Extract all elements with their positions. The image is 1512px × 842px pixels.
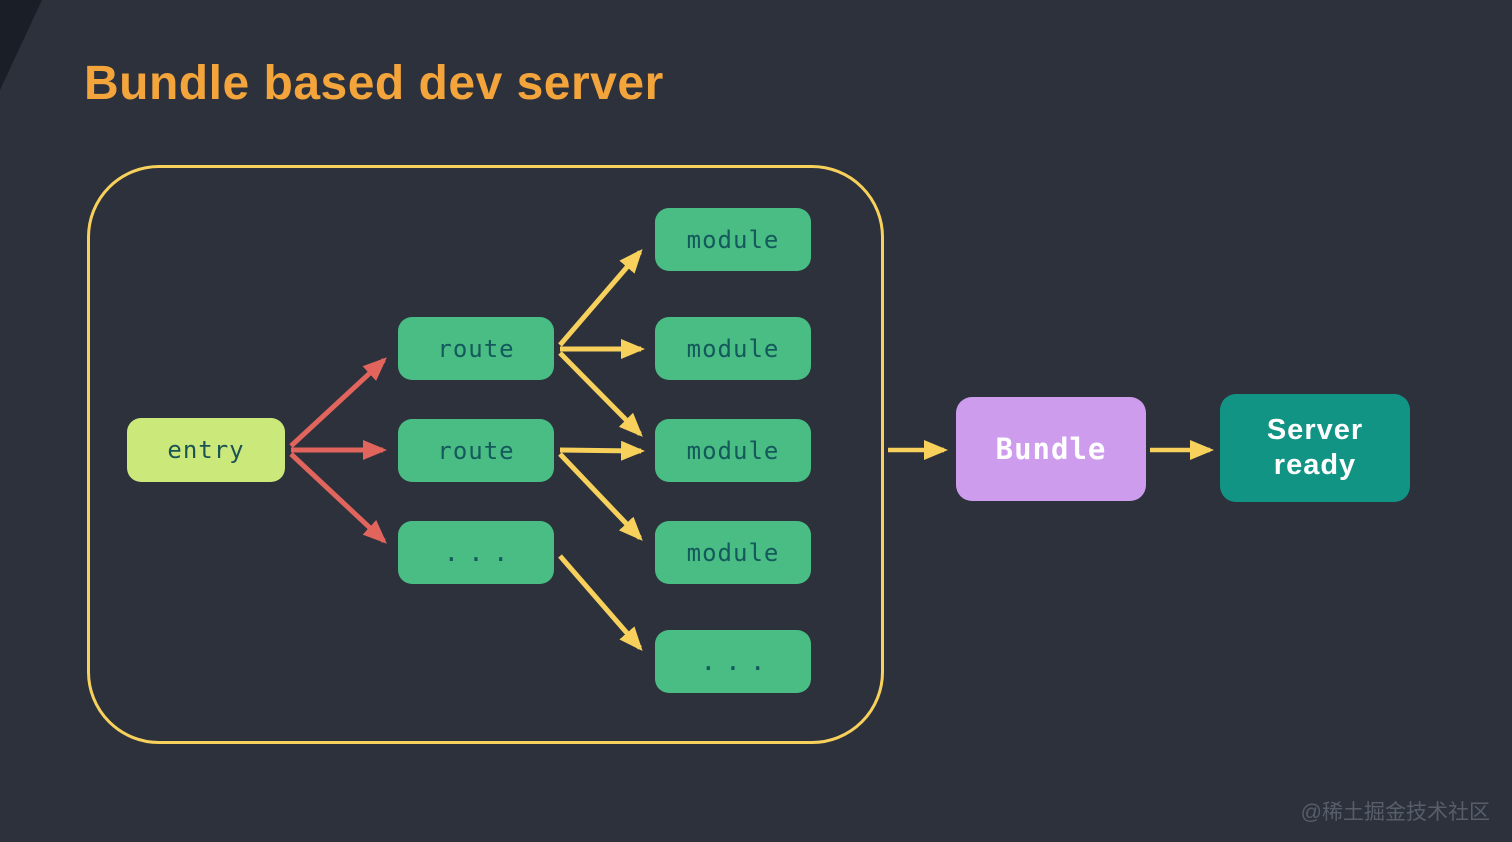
- node-route-1: route: [398, 317, 554, 380]
- corner-fold-decoration: [0, 0, 42, 90]
- node-module-4: module: [655, 521, 811, 584]
- bundle-scope-outline: [87, 165, 884, 744]
- community-watermark: @稀土掘金技术社区: [1300, 801, 1490, 824]
- node-entry: entry: [127, 418, 285, 482]
- node-modules-ellipsis: ...: [655, 630, 811, 693]
- node-route-2: route: [398, 419, 554, 482]
- node-module-2: module: [655, 317, 811, 380]
- node-module-3: module: [655, 419, 811, 482]
- page-title: Bundle based dev server: [84, 57, 664, 110]
- node-routes-ellipsis: ...: [398, 521, 554, 584]
- node-server-ready: Server ready: [1220, 394, 1410, 502]
- node-bundle: Bundle: [956, 397, 1146, 501]
- node-module-1: module: [655, 208, 811, 271]
